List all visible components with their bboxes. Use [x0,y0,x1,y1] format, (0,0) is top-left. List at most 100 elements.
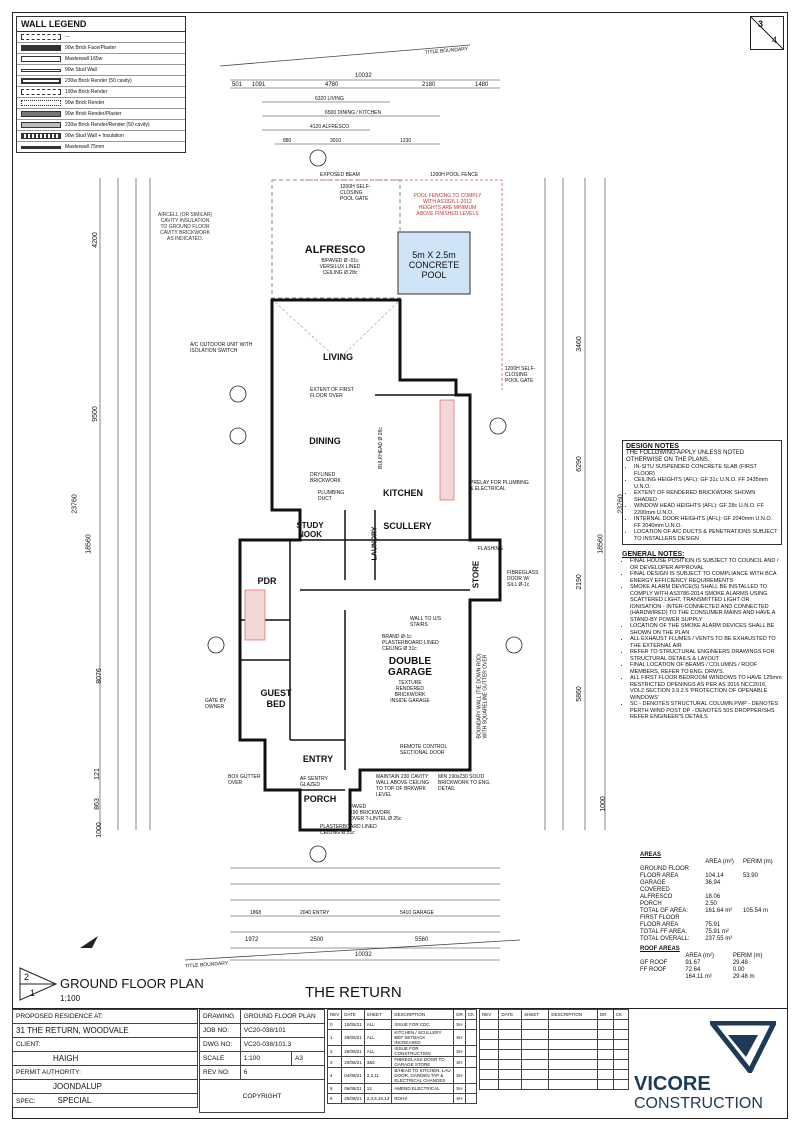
sheet-total: 4 [772,35,778,45]
areas-cell: FLOOR AREA [640,922,679,928]
rev-cell: 3&6 [363,1056,393,1068]
drawing-sheet [12,12,788,1119]
note-pool-gate: 1200H SELF- CLOSING POOL GATE [340,184,371,202]
plan-title-num-bottom: 1 [30,988,36,998]
note-bulkhead: BULKHEAD Ø 28c [377,427,384,469]
note-fibreglass: FIBREGLASS DOOR W/ SILL Ø-1c [507,570,539,588]
design-note: WINDOW HEAD HEIGHTS (AFL): GF 28c U.N.O.… [634,503,778,516]
general-note: REFER TO STRUCTURAL ENGINEERS DRAWINGS F… [630,649,782,662]
legend-row: Masterwall 75mm [17,142,185,152]
areas-header-row: AREA (m²)PERIM (m) [640,859,782,866]
note-wall-stairs: WALL TO U/S STAIRS [410,616,442,628]
areas-header: AREA (m²) [705,859,734,865]
job-value: VC20-038/101 [239,1023,326,1038]
rev-cell: ALL [363,1045,393,1057]
general-note: FINAL LOCATION OF BEAMS / COLUMNS / ROOF… [630,662,782,675]
dim-a2: 880 [283,138,292,144]
rev-cell [464,1067,478,1084]
rev-head: REV [478,1009,500,1020]
areas-cell: GROUND FLOOR [640,866,690,872]
rendered-brickwork-shade [244,589,266,641]
legend-row: 90w Stud Wall [17,65,185,76]
rev-head: DESCRIPTION [548,1009,598,1020]
areas-cell: TOTAL OVERALL: [640,936,690,942]
wall-legend: WALL LEGEND --- 90w Brick Face/Plaster M… [16,16,186,153]
rev-cell: 5 [326,1083,343,1094]
rev-cell: 4 [326,1067,343,1084]
dim-right: 6290 [575,456,583,472]
room-study: STUDY NOOK [296,521,324,539]
areas-row: FIRST FLOOR [640,915,782,922]
rev-cell: 2,3,5,10,13 [363,1093,393,1104]
general-note: SC - DENOTES STRUCTURAL COLUMN PWP - DEN… [630,701,782,721]
dim-living: 6320 LIVING [315,96,344,102]
areas-cell: TOTAL GF AREA: [640,908,688,914]
rev-cell: AMEND ELECTRICAL [391,1083,455,1094]
rev-head: DR [597,1009,614,1020]
rev-cell: ALL [363,1029,393,1046]
areas-cell [743,922,782,929]
rev-cell: SH [453,1067,466,1084]
room-double-garage: DOUBLE GARAGE [388,656,432,678]
vicore-logo-icon [710,1021,776,1073]
external-walls [238,298,502,832]
left-dimensions [99,178,151,830]
room-living: LIVING [322,352,353,362]
note-extent-first: EXTENT OF FIRST FLOOR OVER [310,387,354,399]
room-entry: ENTRY [302,754,334,764]
areas-cell: 2.50 [705,901,717,907]
alfresco-outline [271,179,401,299]
rev-head: CK [612,1009,630,1020]
section-markers [207,149,523,863]
rev-cell: SH [453,1093,466,1104]
legend-swatch [21,68,61,72]
dim-seg: 1091 [252,82,266,88]
copyright: COPYRIGHT [199,1079,325,1113]
note-remote-door: REMOTE CONTROL SECTIONAL DOOR [400,744,448,756]
rev-cell: 25/08/21 [341,1093,365,1104]
room-garage-notes: TEXTURE RENDERED BRICKWORK INSIDE GARAGE [390,680,430,704]
dim-a3: 1230 [400,138,412,144]
note-box-gutter: BOX GUTTER OVER [228,774,261,786]
design-notes: DESIGN NOTES THE FOLLOWING APPLY UNLESS … [622,440,782,721]
rev-cell: 0 [326,1019,343,1030]
legend-swatch [21,78,61,84]
rev-cell [464,1083,478,1094]
rev-cell: SH [453,1029,466,1046]
internal-walls [240,394,500,791]
sheet-current: 3 [758,19,764,29]
note-flashing: FLASHING [478,546,504,552]
job-label: JOB NO: [199,1023,241,1038]
plan-scale: 1:100 [60,994,81,1003]
note-pool-fence: POOL FENCING TO COMPLY WITH AS1926.1-201… [413,193,482,217]
legend-label: Masterwall 75mm [65,144,105,150]
dim-left: 8076 [95,668,103,684]
general-note: FINAL HOUSE POSITION IS SUBJECT TO COUNC… [630,558,782,571]
legend-swatch [21,133,61,139]
note-af-sentry: AF SENTRY GLAZED [300,776,328,788]
areas-cell: TOTAL FF AREA: [640,929,687,935]
room-store: STORE [471,560,481,589]
plan-title-marker-graphic [19,967,58,1001]
dim-left: 4200 [91,232,99,248]
areas-cell [743,880,782,887]
note-gate-owner: GATE BY OWNER [205,698,227,710]
design-note: LOCATION OF A/C DUCTS & PENETRATIONS SUB… [634,529,778,542]
title-block-project: PROPOSED RESIDENCE AT: 31 THE RETURN, WO… [12,1009,198,1108]
legend-label: 90w Brick Render/Plaster [65,111,122,117]
roof-cell: GF ROOF [640,960,668,966]
dim-garage: 5410 GARAGE [400,910,434,916]
rev-cell: 06/08/21 [341,1083,365,1094]
areas-cell [743,929,782,936]
rev-head: CK [464,1009,478,1020]
